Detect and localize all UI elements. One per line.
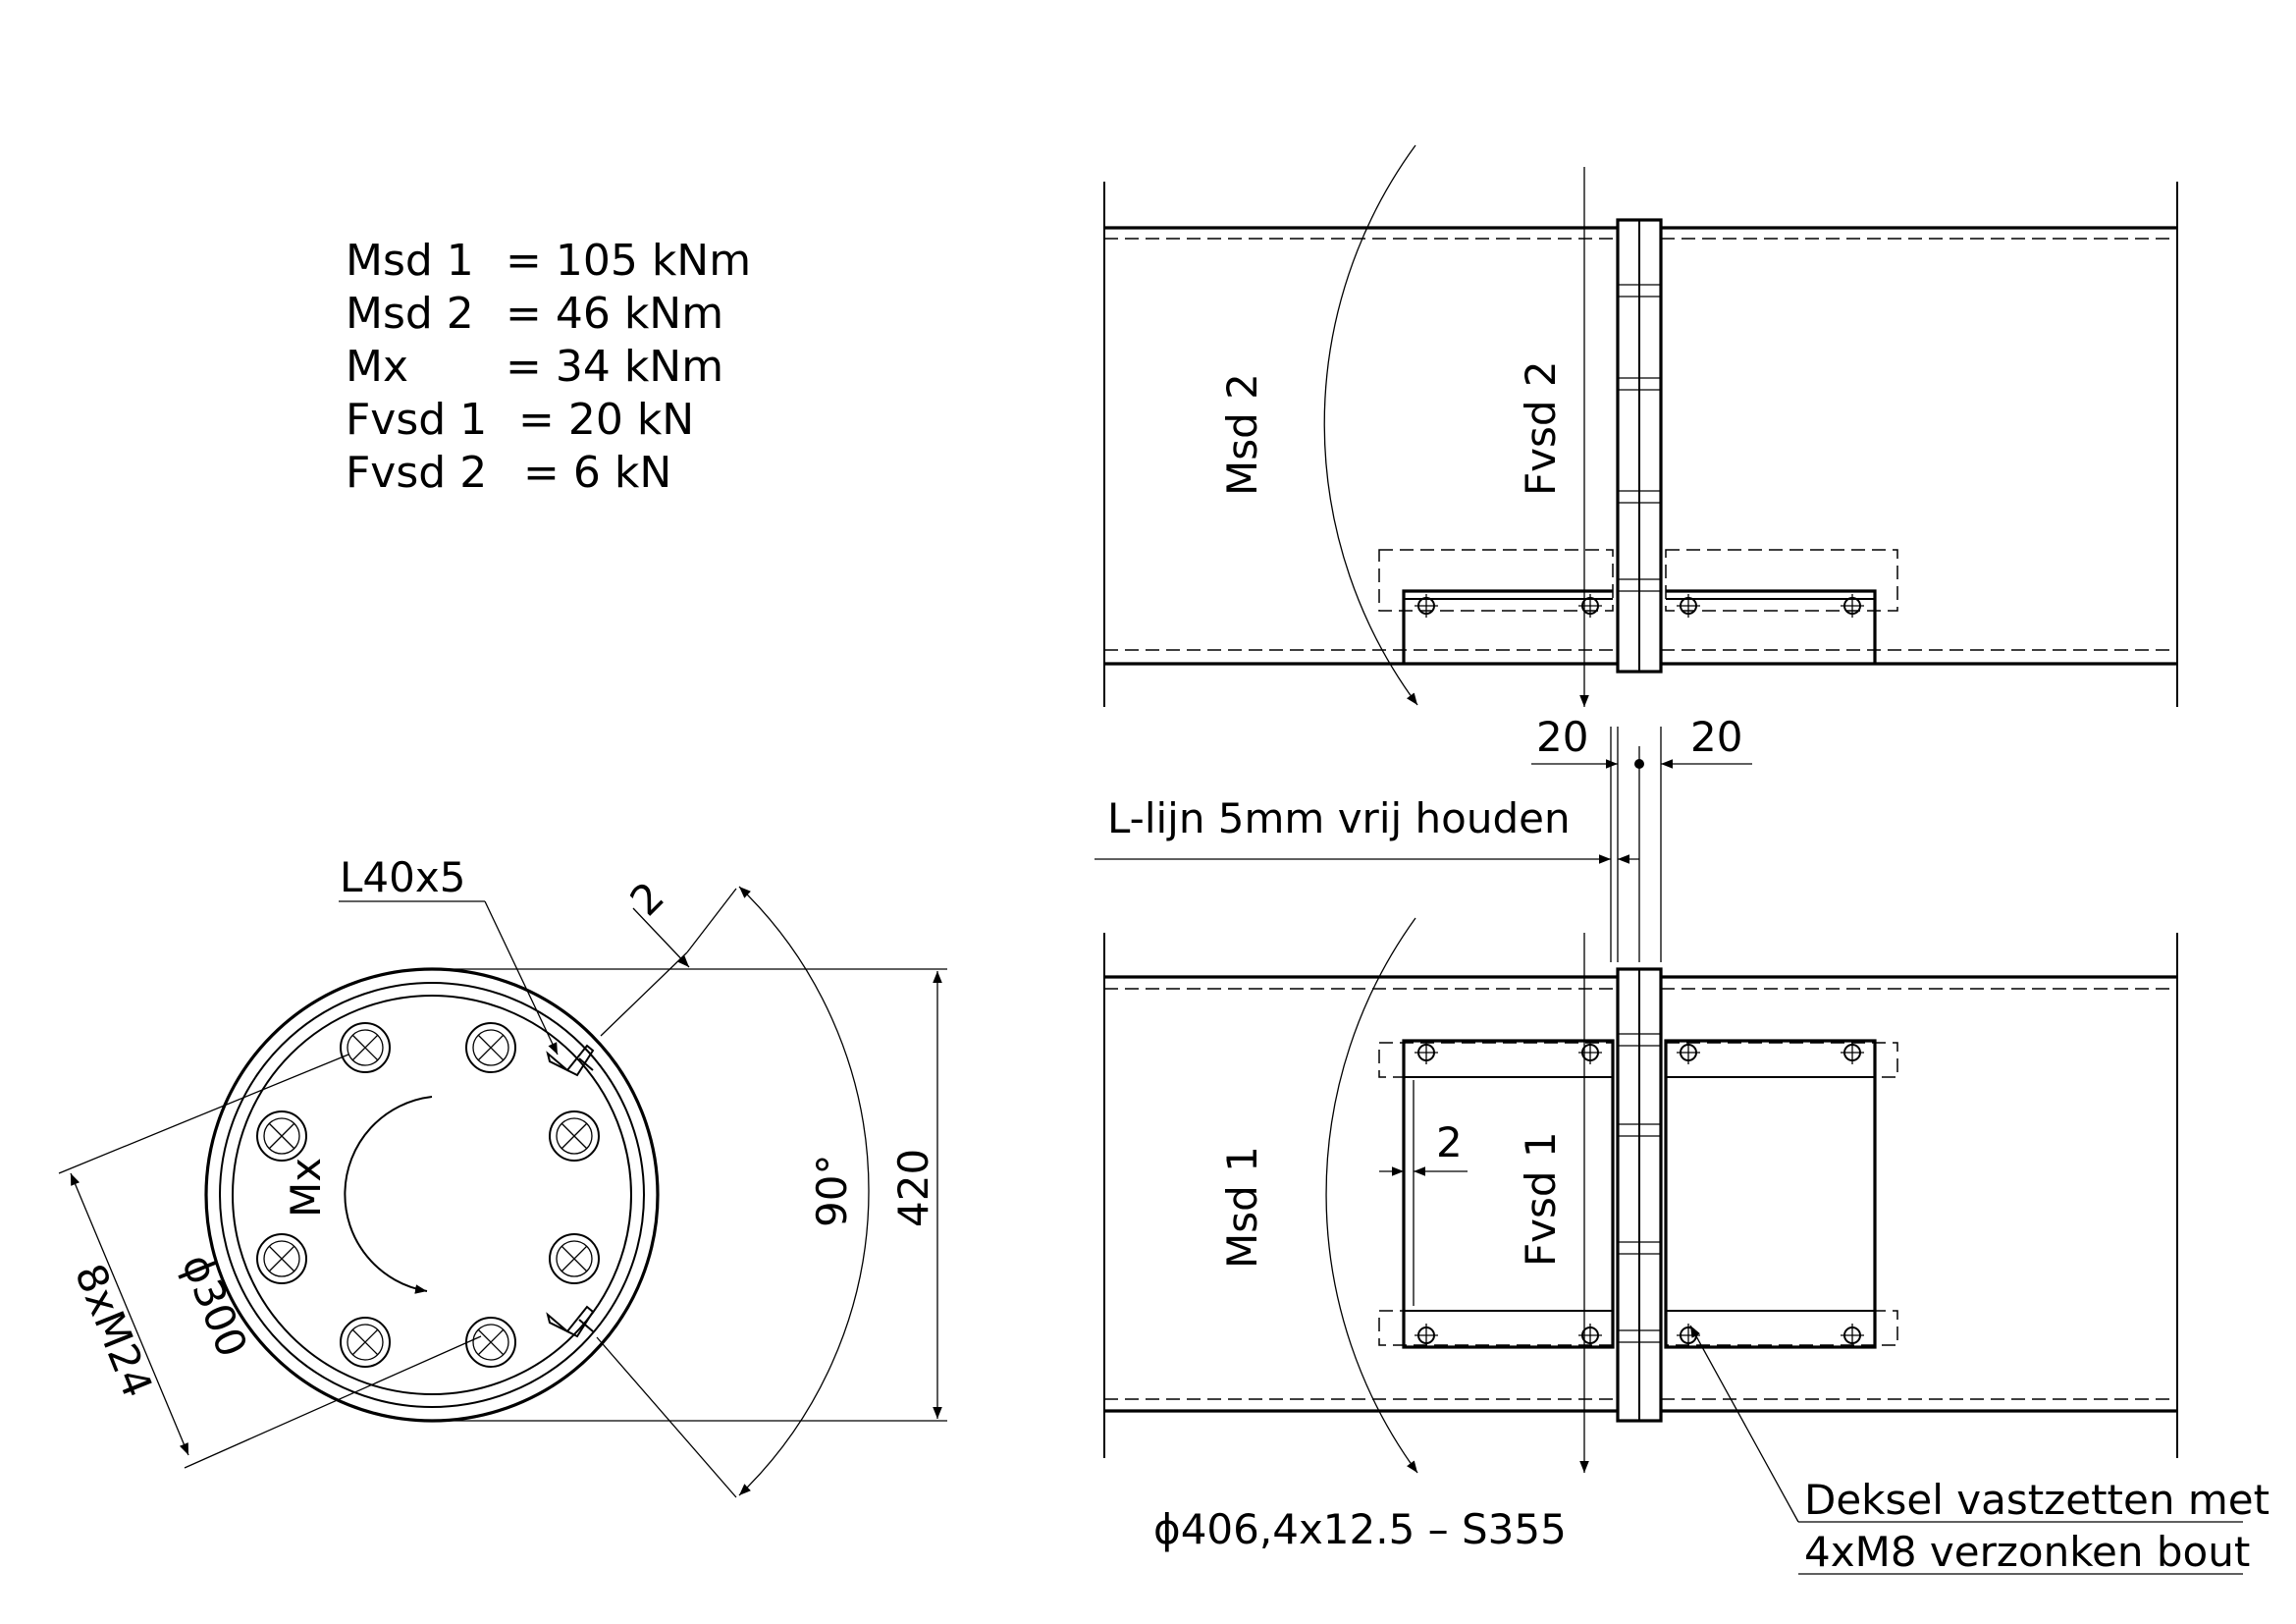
hidden-angle [1665, 1310, 1898, 1346]
lline-note: L-lijn 5mm vrij houden [1107, 794, 1571, 842]
gap-dimensions: 20 20 L-lijn 5mm vrij houden [1095, 713, 1752, 962]
moment-arrow-msd1 [1325, 917, 1418, 1474]
angle-dimension-text: 90° [808, 1155, 856, 1227]
cover-bolt [1415, 1324, 1438, 1347]
cover-plate-right [1666, 589, 1877, 664]
height-dimension-text: 420 [889, 1149, 937, 1227]
flange-bolt-marks [1618, 284, 1661, 592]
load-name: Fvsd 2 [346, 448, 487, 498]
bolt-circle-label: ϕ300 [173, 1247, 257, 1363]
cover-bolt [1841, 1324, 1864, 1347]
angle-profile-label: L40x5 [340, 853, 465, 901]
load-value: = 46 kNm [506, 289, 723, 339]
bolt-group [256, 1022, 600, 1368]
cover-note-line2: 4xM8 verzonken bout [1804, 1528, 2250, 1576]
dimension-line [632, 907, 690, 968]
cover-bolt [1841, 1041, 1864, 1064]
bolts-label: 8xM24 [66, 1257, 162, 1403]
cover-bolt [1677, 1041, 1700, 1064]
cover-bolt [1415, 594, 1438, 618]
cover-plate-left [1402, 589, 1613, 664]
angle-dimension-arc [738, 886, 870, 1496]
bolt [465, 1022, 516, 1073]
load-name: Fvsd 1 [346, 395, 487, 445]
load-row: Mx = 34 kNm [346, 342, 723, 392]
extension-line [686, 888, 737, 953]
bolt [465, 1317, 516, 1368]
load-row: Msd 1 = 105 kNm [346, 236, 751, 286]
angle-cleat-top [546, 1044, 595, 1077]
cover-bolt [1578, 594, 1602, 618]
moment-msd1-label: Msd 1 [1218, 1146, 1266, 1269]
gap-side-dimension-text: 2 [1436, 1118, 1463, 1166]
cover-bolts [1415, 594, 1864, 618]
extension-line [600, 951, 688, 1037]
cover-bolt [1677, 594, 1700, 618]
cover-bolt [1578, 1041, 1602, 1064]
load-row: Msd 2 = 46 kNm [346, 289, 723, 339]
dimension-dot [1634, 759, 1644, 769]
cleat-bolt-mark [578, 1319, 594, 1332]
bolt [256, 1110, 307, 1162]
hidden-angle-right [1665, 549, 1898, 612]
load-value: = 20 kN [518, 395, 694, 445]
angle-cleat-bottom [546, 1305, 595, 1338]
cover-bolts [1415, 1041, 1864, 1347]
cleat-bolt-mark [578, 1057, 594, 1071]
cover-plate-right [1664, 1039, 1877, 1349]
cross-section-view: L40x5 2 90° 420 Mx ϕ300 8xM24 [58, 853, 947, 1498]
extension-line [184, 1335, 482, 1469]
hidden-angle [1378, 1310, 1614, 1346]
cover-note-leader [1689, 1325, 1799, 1523]
force-fvsd1-label: Fvsd 1 [1517, 1131, 1565, 1267]
moment-arrow-msd2 [1323, 144, 1418, 706]
bolt [549, 1233, 600, 1284]
tube-inner-circle [219, 982, 645, 1408]
cover-note-line1: Deksel vastzetten met [1804, 1476, 2269, 1524]
moment-x-label: Mx [282, 1158, 330, 1218]
hidden-angle [1378, 1042, 1614, 1078]
dimension-right-text: 20 [1690, 713, 1742, 761]
bolt [256, 1233, 307, 1284]
bolt [340, 1022, 391, 1073]
cover-bolt [1841, 594, 1864, 618]
side-view-bottom: 2 Msd 1 Fvsd 1 ϕ406,4x12.5 – S355 Deksel… [1103, 917, 2269, 1576]
load-row: Fvsd 2 = 6 kN [346, 448, 671, 498]
flange-bolt-marks [1618, 1033, 1661, 1343]
flange-plate-circle [232, 995, 632, 1395]
cover-bolt [1415, 1041, 1438, 1064]
bolt [549, 1110, 600, 1162]
moment-msd2-label: Msd 2 [1218, 373, 1266, 496]
hidden-angle-left [1378, 549, 1614, 612]
dimension-left-text: 20 [1536, 713, 1588, 761]
side-view-top: Msd 2 Fvsd 2 [1103, 144, 2178, 707]
tube-spec-label: ϕ406,4x12.5 – S355 [1153, 1505, 1567, 1553]
leader-line [484, 900, 559, 1056]
load-name: Msd 2 [346, 289, 474, 339]
extension-line [596, 1336, 737, 1498]
moment-arrow-mx [344, 1096, 433, 1294]
extension-line [58, 1054, 349, 1174]
cover-plate-left [1402, 1039, 1615, 1349]
load-name: Mx [346, 342, 408, 392]
hidden-angle [1665, 1042, 1898, 1078]
load-name: Msd 1 [346, 236, 474, 286]
bolt [340, 1317, 391, 1368]
bolt-circle-dimension-line [70, 1172, 189, 1456]
load-value: = 34 kNm [506, 342, 723, 392]
cover-bolt [1677, 1324, 1700, 1347]
load-value: = 6 kN [523, 448, 671, 498]
tube-outer-circle [204, 967, 660, 1423]
load-value: = 105 kNm [506, 236, 751, 286]
load-row: Fvsd 1 = 20 kN [346, 395, 694, 445]
force-fvsd2-label: Fvsd 2 [1517, 360, 1565, 496]
gap-dimension-text: 2 [620, 873, 673, 926]
cover-bolt [1578, 1324, 1602, 1347]
load-table: Msd 1 = 105 kNm Msd 2 = 46 kNm Mx = 34 k… [346, 236, 751, 498]
